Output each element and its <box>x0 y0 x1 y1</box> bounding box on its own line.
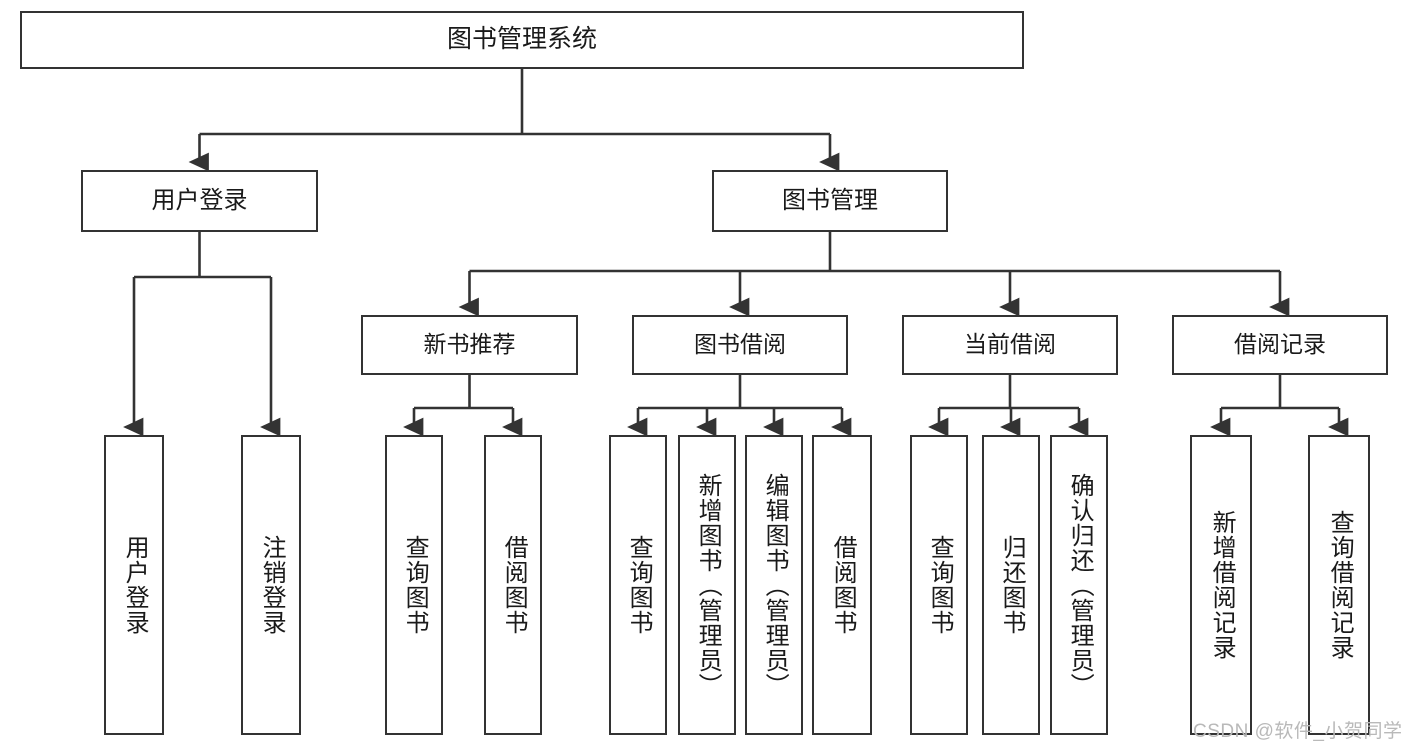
leaf-label: 归还图书 <box>998 535 1026 635</box>
node-user-login-label: 用户登录 <box>151 186 248 214</box>
leaf-confirm-return-admin[interactable]: 确认归还（管理员） <box>1050 435 1108 735</box>
node-root-label: 图书管理系统 <box>446 25 597 54</box>
node-borrow-record[interactable]: 借阅记录 <box>1172 315 1388 375</box>
node-new-book-recommend[interactable]: 新书推荐 <box>361 315 578 375</box>
node-current-borrow-label: 当前借阅 <box>964 331 1056 358</box>
leaf-label: 确认归还（管理员） <box>1066 472 1094 698</box>
leaf-label: 新增借阅记录 <box>1208 510 1236 660</box>
leaf-query-book-current[interactable]: 查询图书 <box>910 435 968 735</box>
leaf-label: 查询图书 <box>926 535 954 635</box>
leaf-label: 新增图书（管理员） <box>694 472 722 698</box>
node-root[interactable]: 图书管理系统 <box>20 11 1024 69</box>
leaf-add-book-admin[interactable]: 新增图书（管理员） <box>678 435 736 735</box>
leaf-label: 查询借阅记录 <box>1326 510 1354 660</box>
node-book-management-label: 图书管理 <box>782 186 878 214</box>
leaf-edit-book-admin[interactable]: 编辑图书（管理员） <box>745 435 803 735</box>
leaf-return-book[interactable]: 归还图书 <box>982 435 1040 735</box>
leaf-user-logout[interactable]: 注销登录 <box>241 435 301 735</box>
leaf-query-borrow-record[interactable]: 查询借阅记录 <box>1308 435 1370 735</box>
node-book-borrow-label: 图书借阅 <box>694 331 786 358</box>
node-user-login[interactable]: 用户登录 <box>81 170 318 232</box>
leaf-query-book-recommend[interactable]: 查询图书 <box>385 435 443 735</box>
leaf-query-book-borrow[interactable]: 查询图书 <box>609 435 667 735</box>
leaf-user-login[interactable]: 用户登录 <box>104 435 164 735</box>
leaf-label: 借阅图书 <box>500 535 528 635</box>
leaf-label: 用户登录 <box>121 535 149 635</box>
leaf-label: 借阅图书 <box>829 535 857 635</box>
node-borrow-record-label: 借阅记录 <box>1234 331 1326 358</box>
leaf-add-borrow-record[interactable]: 新增借阅记录 <box>1190 435 1252 735</box>
leaf-borrow-book[interactable]: 借阅图书 <box>812 435 872 735</box>
leaf-label: 注销登录 <box>258 535 286 635</box>
node-new-book-recommend-label: 新书推荐 <box>423 331 516 358</box>
leaf-label: 查询图书 <box>401 535 429 635</box>
node-book-management[interactable]: 图书管理 <box>712 170 948 232</box>
leaf-label: 编辑图书（管理员） <box>761 472 789 698</box>
node-current-borrow[interactable]: 当前借阅 <box>902 315 1118 375</box>
node-book-borrow[interactable]: 图书借阅 <box>632 315 848 375</box>
csdn-watermark: CSDN @软件_小贺同学 <box>1193 721 1403 742</box>
leaf-borrow-book-recommend[interactable]: 借阅图书 <box>484 435 542 735</box>
leaf-label: 查询图书 <box>625 535 653 635</box>
